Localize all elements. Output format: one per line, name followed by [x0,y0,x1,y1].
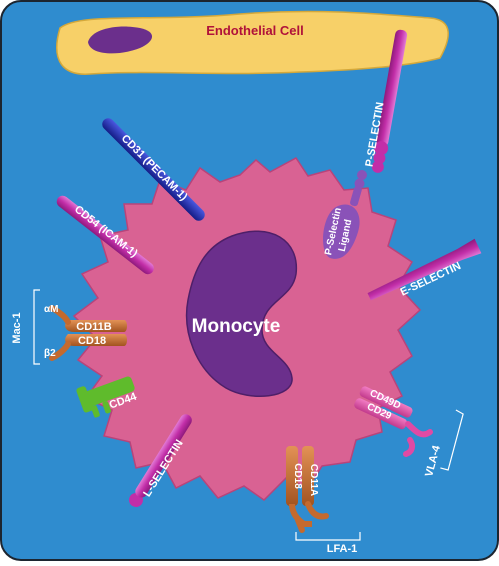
mac1-integrin: CD11B CD18 αM β2 Mac-1 [11,289,127,365]
lfa1-integrin: CD18 CD11A LFA-1 [286,446,361,555]
monocyte-label: Monocyte [192,316,281,337]
mac1-bracket [33,289,40,365]
cd18-lfa1-label: CD18 [292,463,303,489]
vla4-bracket [440,409,464,471]
alpha-m-label: αM [44,304,58,315]
endothelial-cell-label: Endothelial Cell [206,23,304,38]
cd18-mac1-label: CD18 [78,335,106,347]
cd11a-label: CD11A [308,464,319,496]
mac1-group-label: Mac-1 [11,312,23,343]
p-selectin-ligand-molecule: P-Selectin Ligand [323,170,367,259]
lfa1-bracket [295,532,361,541]
beta-2-label: β2 [44,348,56,359]
endothelial-cell: Endothelial Cell [56,10,449,75]
cd11b-label: CD11B [76,321,112,333]
endothelial-nucleus [88,26,153,54]
lfa1-group-label: LFA-1 [327,543,358,555]
monocyte-nucleus [185,230,298,398]
